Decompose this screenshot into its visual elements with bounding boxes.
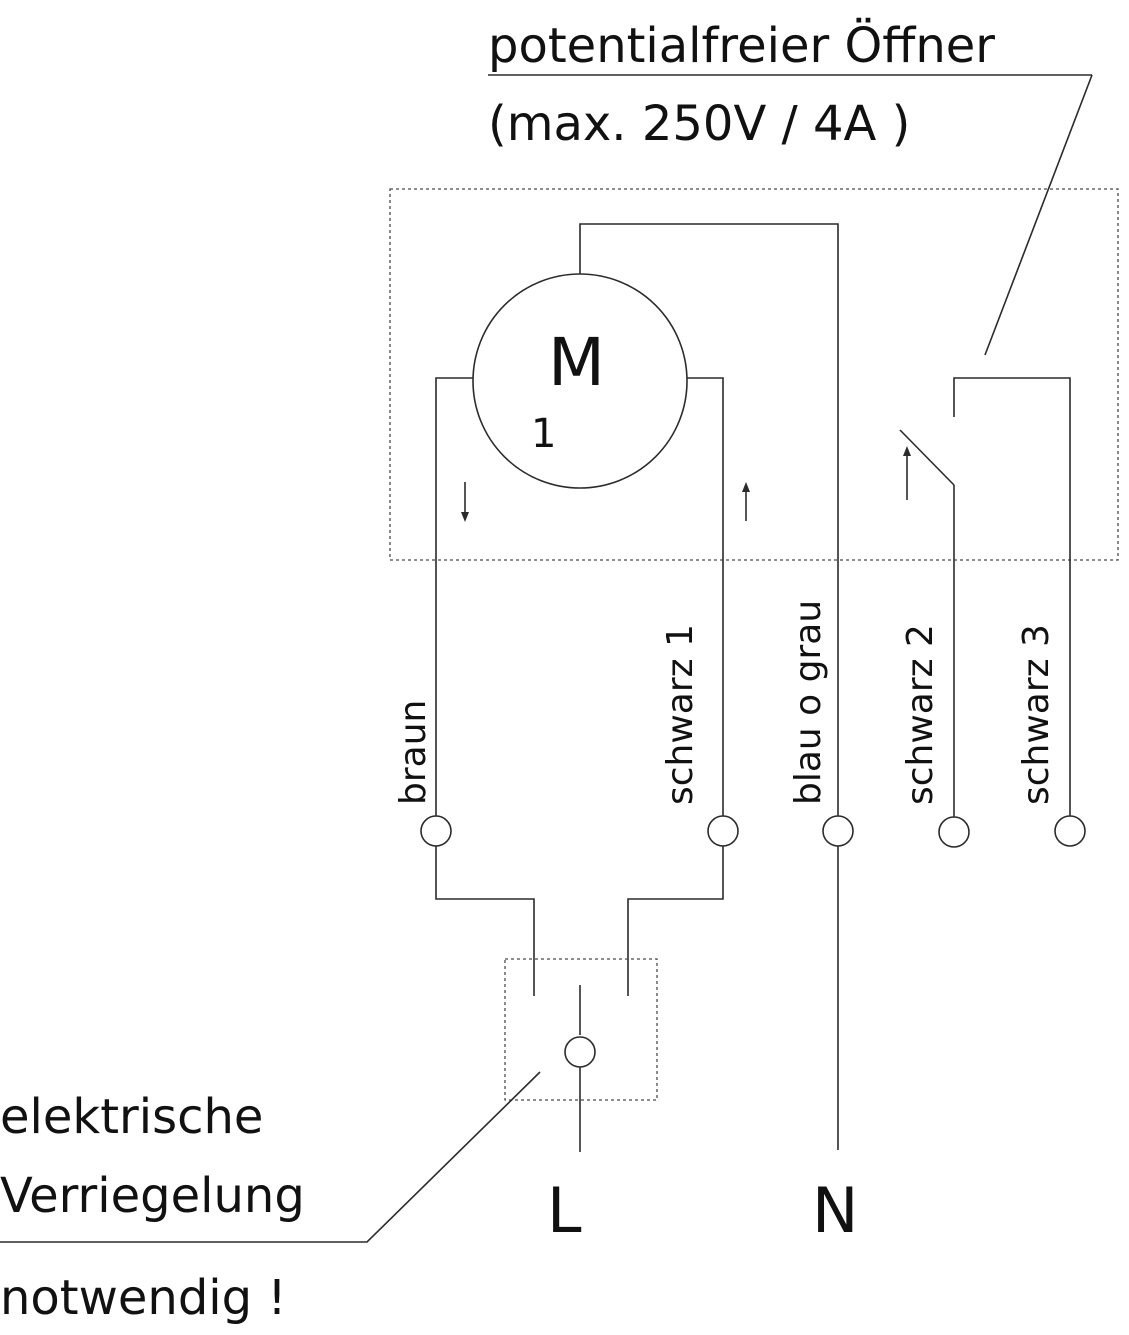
interlock-switch-pivot xyxy=(564,1036,596,1068)
wire-schwarz3 xyxy=(953,377,1071,816)
arrow-up-head xyxy=(742,482,750,492)
terminal-neutral xyxy=(822,815,854,847)
supply-line-label: L xyxy=(547,1174,582,1247)
wire-neutral-internal xyxy=(579,223,839,820)
contact-switch-blade xyxy=(899,429,955,486)
interlock-note-line1: elektrische xyxy=(0,1089,263,1145)
interlock-leader-line xyxy=(0,1071,541,1243)
terminal-braun xyxy=(420,815,452,847)
device-enclosure xyxy=(389,188,1119,561)
terminal-schwarz1 xyxy=(707,815,739,847)
wire-label-schwarz3: schwarz 3 xyxy=(1016,624,1057,805)
contact-arrow-head xyxy=(903,446,911,456)
interlock-note-line3: notwendig ! xyxy=(0,1270,287,1326)
terminal-schwarz2 xyxy=(938,816,970,848)
contact-title: potentialfreier Öffner xyxy=(488,18,995,74)
motor-phase-label: 1 xyxy=(531,411,556,457)
interlock-switch-box xyxy=(504,958,658,1101)
contact-rating: (max. 250V / 4A ) xyxy=(488,96,910,152)
wire-label-blau: blau o grau xyxy=(788,600,829,805)
terminal-schwarz3 xyxy=(1054,815,1086,847)
wire-label-schwarz2: schwarz 2 xyxy=(900,624,941,805)
contact-leader-line xyxy=(984,74,1093,356)
wire-schwarz1-to-switch xyxy=(627,846,724,996)
supply-neutral-label: N xyxy=(812,1174,858,1247)
wire-label-schwarz1: schwarz 1 xyxy=(660,624,701,805)
wire-braun xyxy=(435,377,473,817)
arrow-down-head xyxy=(461,512,469,522)
wire-schwarz1 xyxy=(687,377,724,817)
motor-symbol: M xyxy=(548,324,605,401)
wire-braun-to-switch xyxy=(435,846,535,996)
interlock-note-line2: Verriegelung xyxy=(0,1168,305,1224)
wire-label-braun: braun xyxy=(393,700,434,805)
